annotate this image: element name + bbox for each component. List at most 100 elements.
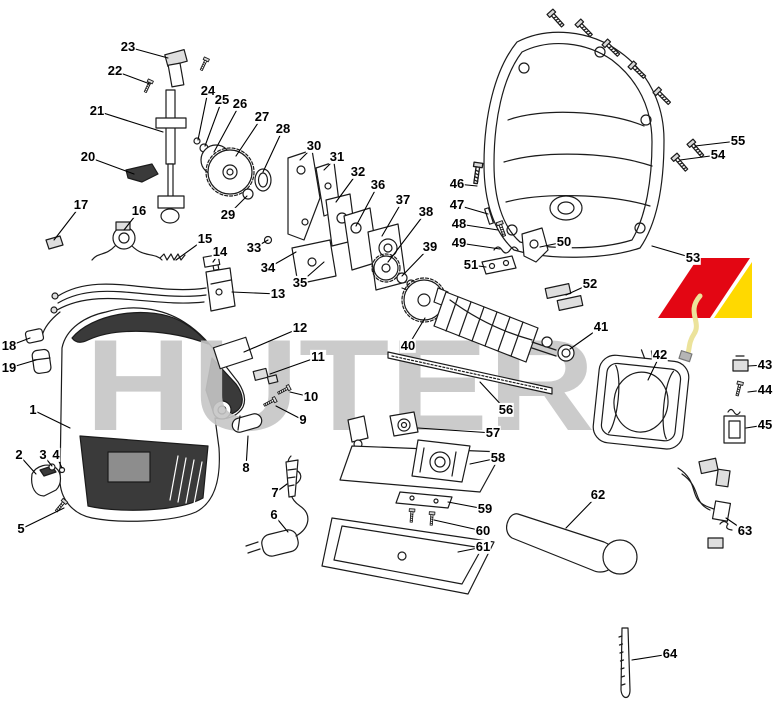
- part-label-9: 9: [298, 411, 308, 428]
- part-label-44: 44: [756, 381, 774, 398]
- logo-yellow-swoosh: [714, 262, 752, 318]
- part-label-51: 51: [462, 256, 480, 273]
- part-label-29: 29: [219, 206, 237, 223]
- part-label-18: 18: [0, 337, 18, 354]
- switch-knob-parts: [31, 463, 69, 514]
- part-label-31: 31: [328, 148, 346, 165]
- power-cord: [245, 455, 309, 557]
- leader-line-12: [243, 327, 301, 353]
- logo-red-swoosh: [658, 258, 750, 318]
- part-label-63: 63: [736, 522, 754, 539]
- leader-line-57: [417, 427, 494, 434]
- part-label-39: 39: [421, 238, 439, 255]
- part-label-45: 45: [756, 416, 774, 433]
- part-label-35: 35: [291, 274, 309, 291]
- leader-line-1: [32, 409, 71, 429]
- part-label-47: 47: [448, 196, 466, 213]
- part-label-62: 62: [589, 486, 607, 503]
- part-label-12: 12: [291, 319, 309, 336]
- logo-wire: [684, 293, 703, 359]
- part-label-52: 52: [581, 275, 599, 292]
- leader-line-38: [387, 211, 427, 263]
- bearing-boss: [549, 195, 583, 221]
- blade-clamp-parts: [212, 336, 292, 433]
- part-label-33: 33: [245, 239, 263, 256]
- part-label-26: 26: [231, 95, 249, 112]
- part-label-57: 57: [484, 424, 502, 441]
- brush-and-connector-parts: [677, 355, 749, 549]
- part-label-16: 16: [130, 202, 148, 219]
- part-label-46: 46: [448, 175, 466, 192]
- part-label-40: 40: [399, 337, 417, 354]
- base-assembly: [321, 351, 553, 595]
- stator: [592, 349, 690, 450]
- part-label-17: 17: [72, 196, 90, 213]
- gear-bracket-assembly: [343, 207, 423, 293]
- part-label-6: 6: [269, 506, 279, 523]
- part-label-14: 14: [211, 243, 229, 260]
- part-label-34: 34: [259, 259, 277, 276]
- leader-line-11: [269, 356, 319, 375]
- part-label-3: 3: [38, 446, 48, 463]
- guide-roller: [397, 418, 411, 432]
- part-label-4: 4: [51, 446, 61, 463]
- part-label-21: 21: [88, 102, 106, 119]
- part-label-48: 48: [450, 215, 468, 232]
- part-label-60: 60: [474, 522, 492, 539]
- leader-line-28: [262, 128, 284, 173]
- part-label-22: 22: [106, 62, 124, 79]
- part-label-59: 59: [476, 500, 494, 517]
- part-label-11: 11: [310, 348, 326, 365]
- spring-15: [159, 253, 186, 261]
- part-label-50: 50: [555, 233, 573, 250]
- part-label-64: 64: [661, 645, 679, 662]
- part-label-15: 15: [196, 230, 214, 247]
- part-label-27: 27: [253, 108, 271, 125]
- cover-plate: [321, 517, 495, 595]
- lock-lever: [125, 163, 159, 183]
- part-label-58: 58: [489, 449, 507, 466]
- inner-fasteners: [470, 161, 584, 311]
- spring: [493, 246, 519, 254]
- armature: [401, 277, 575, 363]
- leader-line-26: [213, 103, 241, 153]
- part-label-38: 38: [417, 203, 435, 220]
- part-label-25: 25: [213, 91, 231, 108]
- part-label-10: 10: [302, 388, 320, 405]
- part-label-37: 37: [394, 191, 412, 208]
- part-label-41: 41: [592, 318, 610, 335]
- part-label-7: 7: [270, 484, 280, 501]
- part-label-13: 13: [269, 285, 287, 302]
- jigsaw-body: [59, 307, 246, 522]
- part-label-49: 49: [450, 234, 468, 251]
- drive-gear: [207, 149, 253, 195]
- part-label-19: 19: [0, 359, 18, 376]
- part-label-55: 55: [729, 132, 747, 149]
- part-label-24: 24: [199, 82, 217, 99]
- leader-line-25: [204, 99, 223, 147]
- trigger-area: [107, 451, 151, 483]
- part-label-32: 32: [349, 163, 367, 180]
- brand-logo: [658, 258, 752, 363]
- front-knob: [212, 400, 232, 420]
- cover-plate-12: [212, 336, 254, 370]
- part-label-2: 2: [14, 446, 24, 463]
- plunger-rod-assembly: [125, 49, 272, 224]
- armature-core: [433, 291, 539, 363]
- roller-handle: [506, 513, 638, 575]
- leader-line-24: [197, 90, 209, 141]
- part-label-30: 30: [305, 137, 323, 154]
- leader-line-21: [96, 110, 164, 133]
- leader-line-5: [20, 507, 65, 530]
- part-label-36: 36: [369, 176, 387, 193]
- part-label-42: 42: [651, 346, 669, 363]
- part-label-20: 20: [79, 148, 97, 165]
- logo-wire-terminal: [678, 350, 693, 363]
- cap-and-roller-parts: [24, 328, 52, 374]
- plug: [261, 529, 299, 557]
- saw-blade: [618, 627, 631, 699]
- part-label-8: 8: [241, 459, 251, 476]
